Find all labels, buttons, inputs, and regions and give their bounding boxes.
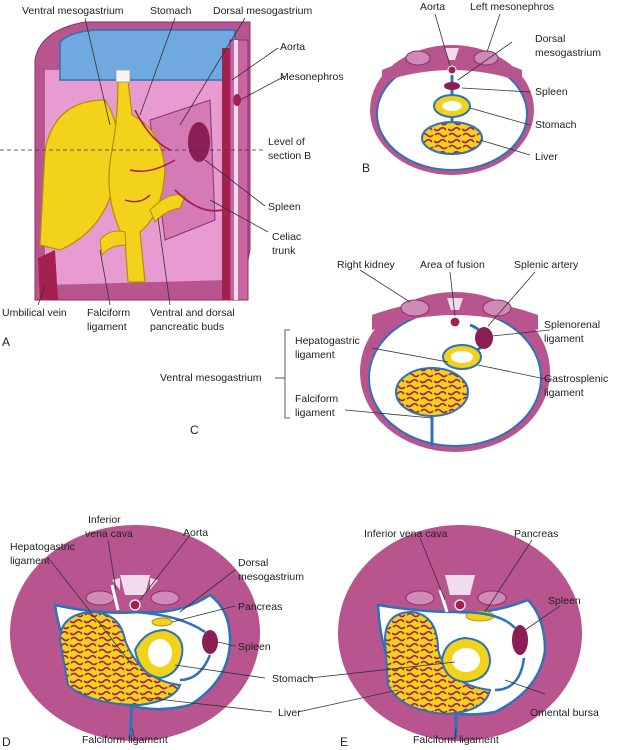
label-splenic-artery: Splenic artery	[514, 259, 579, 271]
panel-d-illustration	[10, 525, 260, 741]
label-celiac-trunk-2: trunk	[272, 245, 296, 257]
label-stomach-b: Stomach	[535, 119, 577, 131]
label-splenorenal-1: Splenorenal	[544, 319, 600, 331]
label-ventral-mesogastrium-c: Ventral mesogastrium	[160, 372, 262, 384]
label-ivc-d-1: Inferior	[88, 514, 121, 526]
label-falciform-d: Falciform ligament	[82, 734, 168, 746]
panel-d-labels: Inferior vena cava Hepatogastric ligamen…	[2, 514, 304, 749]
label-ventral-mesogastrium-a: Ventral mesogastrium	[22, 5, 124, 17]
label-falciform-a-2: ligament	[87, 321, 127, 333]
label-level-section-b-1: Level of	[268, 136, 305, 148]
label-ivc-e: Inferior vena cava	[364, 528, 448, 540]
label-falciform-c-1: Falciform	[295, 393, 338, 405]
label-aorta-a: Aorta	[280, 41, 305, 53]
panel-a-labels: Ventral mesogastrium Stomach Dorsal meso…	[2, 5, 344, 349]
label-celiac-trunk-1: Celiac	[272, 231, 301, 243]
label-dorsal-mesogastrium-b-2: mesogastrium	[535, 47, 601, 59]
label-mesonephros-a: Mesonephros	[280, 71, 344, 83]
panel-b-illustration	[370, 45, 534, 175]
label-dorsal-mesogastrium-a: Dorsal mesogastrium	[213, 5, 312, 17]
label-dorsal-mesogastrium-d-2: mesogastrium	[238, 571, 304, 583]
panel-d-leaders	[49, 534, 273, 741]
label-hepatogastric-d-1: Hepatogastric	[10, 541, 75, 553]
label-falciform-c-2: ligament	[295, 407, 335, 419]
label-dorsal-mesogastrium-b-1: Dorsal	[535, 33, 565, 45]
panel-a-illustration	[0, 21, 265, 301]
label-splenorenal-2: ligament	[544, 333, 584, 345]
label-left-mesonephros: Left mesonephros	[470, 1, 554, 13]
label-spleen-b: Spleen	[535, 86, 568, 98]
label-spleen-d: Spleen	[238, 641, 271, 653]
label-pancreas-d: Pancreas	[238, 601, 282, 613]
label-ivc-d-2: vena cava	[85, 528, 133, 540]
label-pancreatic-buds-1: Ventral and dorsal	[150, 307, 235, 319]
panel-letter-e: E	[340, 735, 348, 749]
label-aorta-d: Aorta	[183, 527, 208, 539]
label-spleen-a: Spleen	[268, 201, 301, 213]
label-pancreatic-buds-2: pancreatic buds	[150, 321, 224, 333]
panel-letter-d: D	[2, 735, 11, 749]
label-aorta-b: Aorta	[420, 1, 445, 13]
label-right-kidney: Right kidney	[337, 259, 396, 271]
label-hepatogastric-c-2: ligament	[295, 349, 335, 361]
panel-letter-b: B	[362, 161, 370, 175]
panel-letter-c: C	[190, 423, 199, 437]
label-dorsal-mesogastrium-d-1: Dorsal	[238, 557, 268, 569]
panel-c-leaders	[275, 269, 551, 419]
label-liver-de: Liver	[278, 707, 301, 719]
panel-c-labels: Right kidney Area of fusion Splenic arte…	[160, 259, 608, 437]
panel-e-illustration	[338, 525, 582, 741]
label-spleen-e: Spleen	[548, 595, 581, 607]
label-hepatogastric-d-2: ligament	[10, 555, 50, 567]
label-gastrosplenic-1: Gastrosplenic	[544, 373, 608, 385]
label-pancreas-e: Pancreas	[514, 528, 558, 540]
panel-letter-a: A	[2, 335, 10, 349]
panel-b-leaders	[434, 13, 531, 156]
label-gastrosplenic-2: ligament	[544, 387, 584, 399]
label-falciform-a-1: Falciform	[87, 307, 130, 319]
label-stomach-de: Stomach	[272, 673, 314, 685]
panel-e-leaders	[297, 537, 561, 741]
label-area-of-fusion: Area of fusion	[420, 259, 485, 271]
label-hepatogastric-c-1: Hepatogastric	[295, 335, 360, 347]
label-stomach-a: Stomach	[150, 5, 192, 17]
panel-e-labels: Inferior vena cava Pancreas Spleen Oment…	[340, 528, 599, 749]
panel-c-illustration	[360, 292, 550, 452]
label-falciform-e: Falciform ligament	[413, 734, 499, 746]
panel-b-labels: Aorta Left mesonephros Dorsal mesogastri…	[362, 1, 601, 175]
label-omental-bursa: Omental bursa	[530, 707, 599, 719]
label-level-section-b-2: section B	[268, 150, 311, 162]
panel-a-leaders	[37, 17, 286, 306]
label-liver-b: Liver	[535, 151, 558, 163]
shared-labels: Stomach Liver	[272, 673, 314, 719]
label-umbilical-vein: Umbilical vein	[2, 307, 67, 319]
